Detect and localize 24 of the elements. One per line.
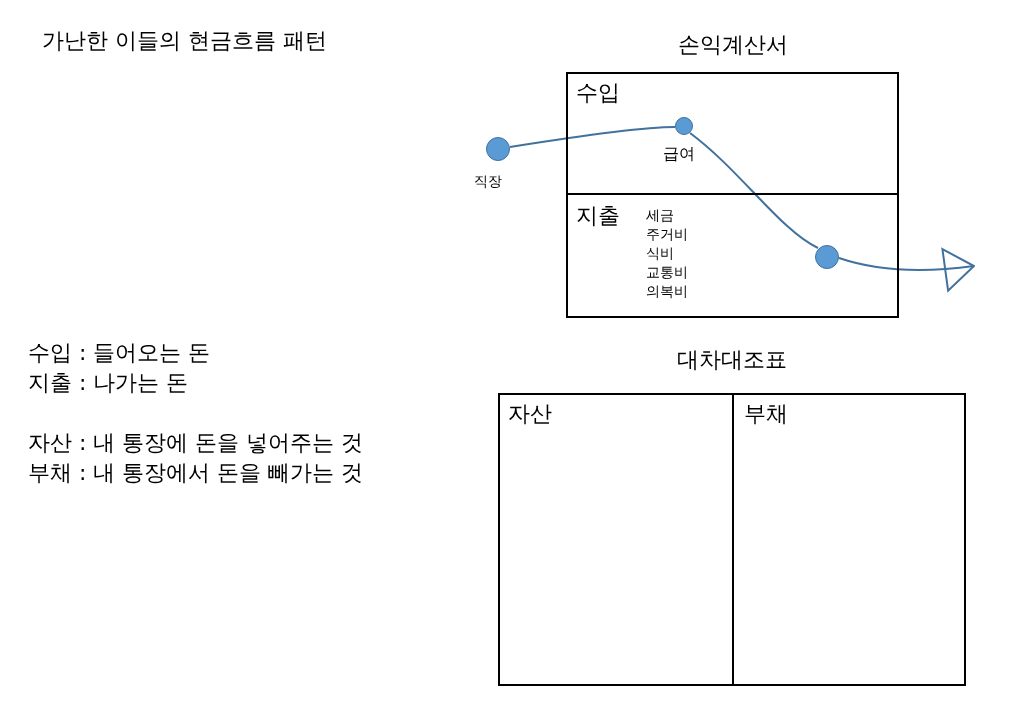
diagram-title: 가난한 이들의 현금흐름 패턴 xyxy=(42,27,327,55)
list-item: 세금 xyxy=(646,207,674,225)
node-caption: 급여 xyxy=(663,144,695,165)
section-heading: 지출 xyxy=(576,202,620,230)
list-item: 식비 xyxy=(646,245,674,263)
list-item: 교통비 xyxy=(646,264,688,282)
table-title: 대차대조표 xyxy=(677,346,787,374)
definition-text: 수입 : 들어오는 돈 xyxy=(28,339,211,367)
table-title: 손익계산서 xyxy=(677,31,788,59)
circle-node xyxy=(675,117,693,135)
connector-line xyxy=(689,132,819,249)
node-caption: 직장 xyxy=(474,173,502,191)
connector-line xyxy=(509,126,676,148)
section-heading: 자산 xyxy=(508,400,552,428)
definition-text: 자산 : 내 통장에 돈을 넣어주는 것 xyxy=(28,429,364,457)
definition-text: 지출 : 나가는 돈 xyxy=(28,369,189,397)
definition-text: 부채 : 내 통장에서 돈을 빼가는 것 xyxy=(28,459,364,487)
circle-node xyxy=(815,245,839,269)
circle-node xyxy=(486,137,510,161)
section-heading: 수입 xyxy=(576,79,620,107)
list-item: 의복비 xyxy=(646,283,688,301)
arrow xyxy=(838,247,975,292)
section-heading: 부채 xyxy=(744,400,788,428)
list-item: 주거비 xyxy=(646,226,688,244)
